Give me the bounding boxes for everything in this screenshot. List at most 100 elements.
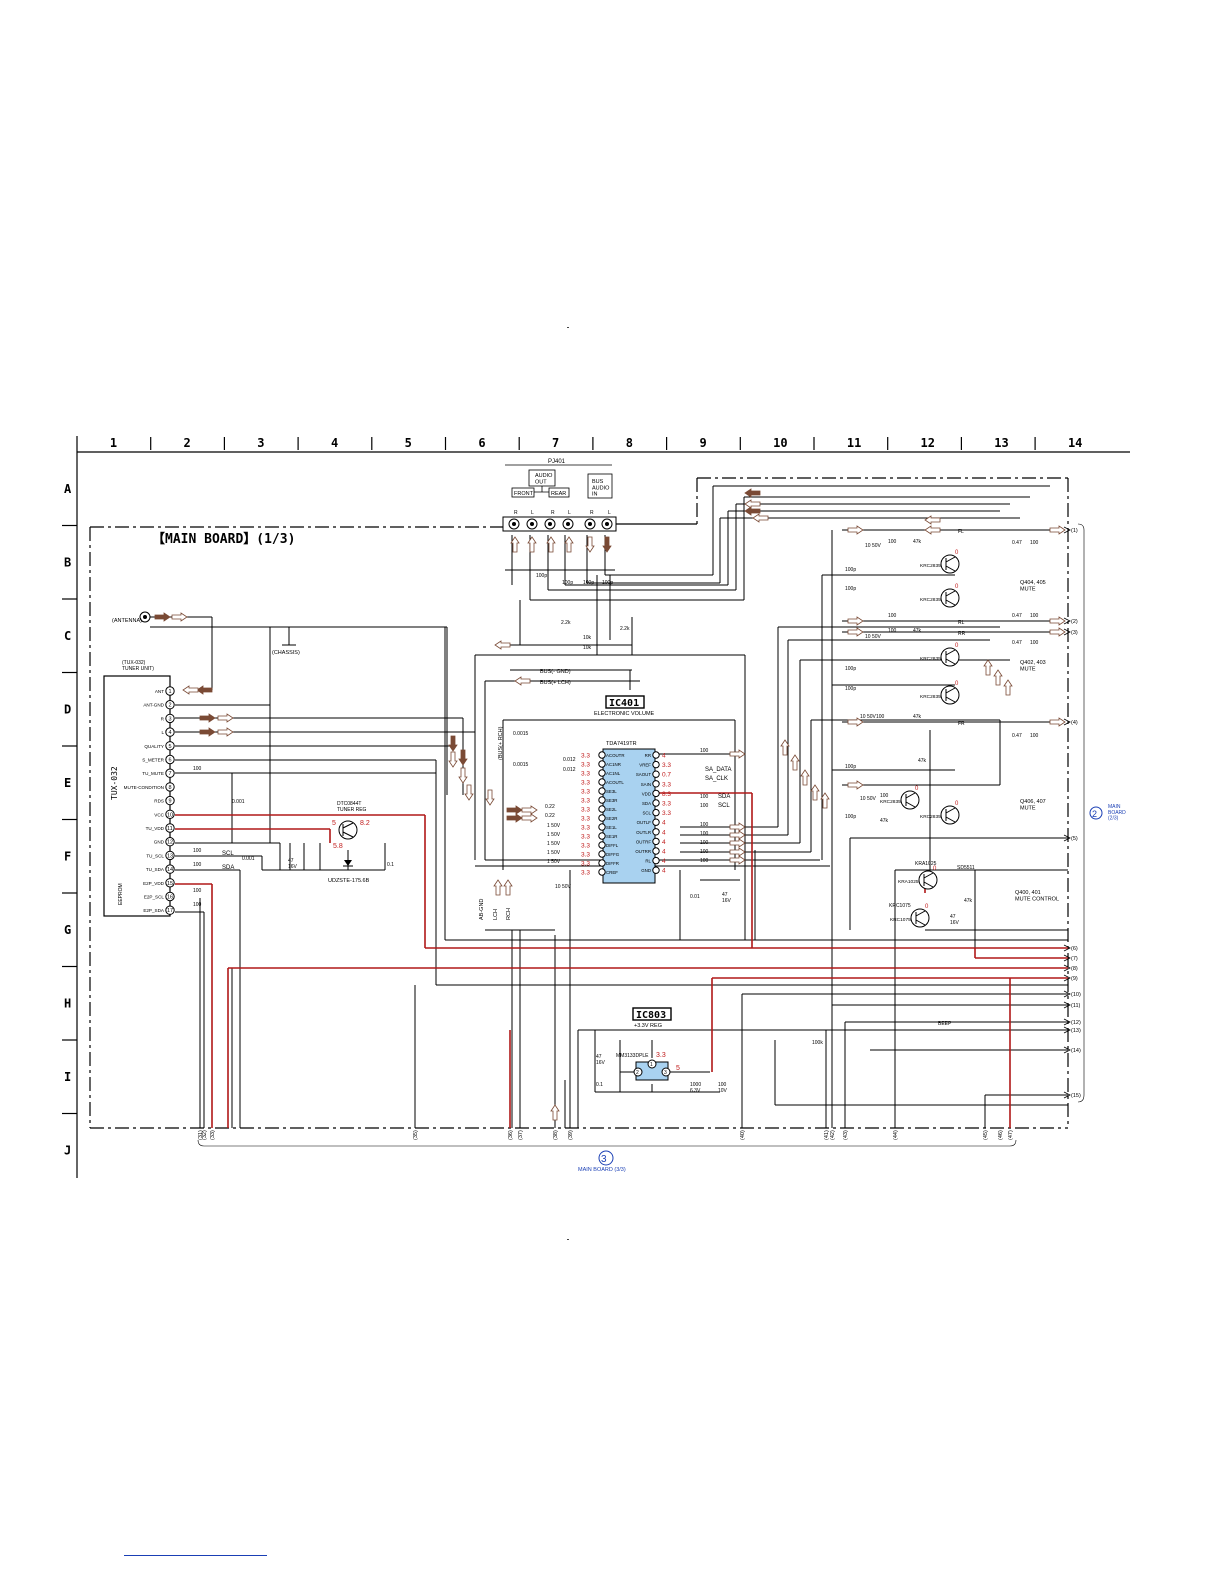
cv-047-b: 0.47 <box>1012 613 1022 619</box>
tuner-pin-name-7: TU_MUTE <box>142 771 164 776</box>
ic401-lpin-name-8: SE2R <box>606 816 617 821</box>
cv-01-tuner: 0.1 <box>387 862 394 868</box>
ic401-rpin-volt-9: 4 <box>662 829 666 836</box>
ic401-rpin-name-3: SAOUT <box>636 772 651 777</box>
ic401-lpin-volt-2: 3.3 <box>581 762 590 769</box>
transistor-part-3: KRC2835 <box>920 656 941 662</box>
transistor-part-4: KRC2835 <box>920 694 941 700</box>
tag-fr: FR <box>958 721 965 727</box>
tuner-pin-name-12: GND <box>154 840 165 845</box>
col-label-13: 13 <box>994 436 1008 450</box>
ic401-pins: ACOUTR3.3AC1NR3.3AC1NL3.3ACOUTL3.3SE3L3.… <box>581 751 671 877</box>
transistor-v-7: 0 <box>933 866 937 872</box>
transistor-emitter-6 <box>945 816 956 823</box>
ic401-lpin-name-9: SE1L <box>606 825 617 830</box>
tuner-pin-num-4: 4 <box>169 730 172 736</box>
signal-arrow-26 <box>514 676 531 686</box>
tuner-pin-name-14: TU_SDA <box>146 867 165 872</box>
signal-arrow-18 <box>521 813 538 823</box>
tuner-pin-num-1: 1 <box>169 689 172 695</box>
ic401-rpin-9 <box>652 828 660 836</box>
tuner-sda-label: SDA <box>222 865 234 871</box>
cv-10-50v-q4: 10 50V <box>860 796 877 802</box>
tuner-v58: 5.8 <box>333 843 343 850</box>
board-title: 【MAIN BOARD】(1/3) <box>152 531 295 547</box>
ic401-lpin-volt-11: 3.3 <box>581 843 590 850</box>
ic401-rpin-volt-8: 4 <box>662 820 666 827</box>
kra1025-label: KRA1025 <box>915 861 937 867</box>
cv-2-2k-a: 2.2k <box>561 620 571 626</box>
sa-data-label: SA_DATA <box>705 767 731 773</box>
ic401-lpin-volt-10: 3.3 <box>581 834 590 841</box>
ic803-part: MM3133DPLE <box>616 1053 649 1059</box>
ic803-vin: 5 <box>676 1065 680 1072</box>
ic401-lpin-volt-14: 3.3 <box>581 870 590 877</box>
svg-text:1: 1 <box>650 1062 653 1068</box>
cv-100p-pj1: 100p <box>536 573 547 579</box>
cv-100-o3: 100 <box>700 840 709 846</box>
cv-1-50v-c: 1 50V <box>547 841 561 847</box>
col-label-14: 14 <box>1068 436 1082 450</box>
cv-10-50v-q2: 10 50V <box>865 634 882 640</box>
right-pin-arrow-9 <box>1063 974 1071 982</box>
ic803-ref: IC803 <box>636 1010 666 1021</box>
row-label-F: F <box>64 849 71 863</box>
col-label-11: 11 <box>847 436 861 450</box>
signal-arrow-16 <box>506 813 523 823</box>
ic401-rpin-volt-1: 4 <box>662 753 666 760</box>
tuner-pin-name-13: TU_SCL <box>146 853 164 858</box>
tuner-pin-name-5: QUALITY <box>144 744 164 749</box>
tuner-pin-name-9: RDS <box>154 799 164 804</box>
tuner-side-label: TUX-032 <box>110 766 119 800</box>
signal-arrow-37 <box>847 525 864 535</box>
bottom-pin-31: (31) <box>198 1130 204 1140</box>
bottom-pin-38: (38) <box>553 1130 559 1140</box>
ic401-lpin-name-2: AC1NR <box>606 762 621 767</box>
chassis-label: (CHASSIS) <box>272 650 300 656</box>
row-label-D: D <box>64 702 71 716</box>
ic401-lpin-volt-7: 3.3 <box>581 807 590 814</box>
sa-clk-label: SA_CLK <box>705 776 728 782</box>
bottom-pin-40: (40) <box>740 1130 746 1140</box>
col-label-12: 12 <box>921 436 935 450</box>
cv-022a: 0.22 <box>545 804 555 810</box>
ic401-rpin-5 <box>652 789 660 798</box>
signal-arrow-27 <box>729 749 746 759</box>
row-label-I: I <box>64 1070 71 1084</box>
col-label-8: 8 <box>626 436 633 450</box>
bottom-pin-43: (43) <box>843 1130 849 1140</box>
bottom-pin-37: (37) <box>518 1130 524 1140</box>
right-pin-arrow-4 <box>1063 718 1071 726</box>
ic401-lpin-volt-4: 3.3 <box>581 780 590 787</box>
row-label-G: G <box>64 923 71 937</box>
ic401-rpin-12 <box>652 856 660 865</box>
ic401: IC401 ELECTRONIC VOLUME TDA7419TR ACOUTR… <box>581 695 731 884</box>
cv-1-50v-b: 1 50V <box>547 832 561 838</box>
tuner-pin-name-10: VCC <box>154 812 164 817</box>
ic401-sda-label: SDA <box>718 794 730 800</box>
pj-l3: L <box>608 510 611 516</box>
transistor-part-2: KRC2835 <box>920 597 941 603</box>
tuner-pin-15 <box>165 878 175 888</box>
signal-arrow-31 <box>729 847 746 857</box>
bus-rch-label: (BUS(+ RCH) <box>498 726 504 760</box>
row-label-C: C <box>64 629 71 643</box>
signal-arrow-34 <box>744 499 761 509</box>
ic401-lpin-5 <box>598 787 606 795</box>
tuner-v5: 5 <box>332 820 336 827</box>
signal-arrow-43 <box>924 525 941 535</box>
tuner-pin-name-8: MUTE-CONDITION <box>124 785 164 790</box>
signal-arrow-13 <box>464 784 474 801</box>
cv-10-50v-q3: 10 50V <box>860 714 877 720</box>
tuner-pin-7 <box>165 768 175 778</box>
ic401-rpin-name-8: OUTLF <box>637 820 652 825</box>
ic401-lpin-2 <box>598 760 606 768</box>
right-connector-pins: (1)(2)(3)(4)(5)(6)(7)(8)(9)(10)(11)(12)(… <box>1063 526 1081 1099</box>
tuner-pin-name-15: E2P_VDD <box>143 881 165 886</box>
cv-100p-q3: 100p <box>845 666 856 672</box>
signal-arrow-49 <box>993 669 1003 686</box>
